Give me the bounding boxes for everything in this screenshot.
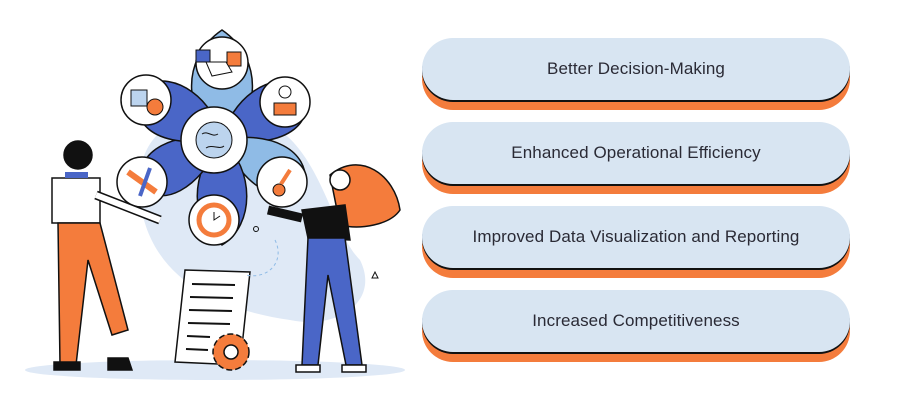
ruler-pencil-icon	[116, 156, 168, 208]
benefit-better-decision-making: Better Decision-Making	[422, 38, 850, 100]
decor-dot	[253, 226, 259, 232]
benefit-item: Better Decision-Making	[422, 38, 850, 110]
benefit-item: Enhanced Operational Efficiency	[422, 122, 850, 194]
benefit-data-visualization: Improved Data Visualization and Reportin…	[422, 206, 850, 268]
user-icon	[259, 76, 311, 128]
business-intelligence-illustration	[25, 29, 405, 380]
clock-icon	[188, 194, 240, 246]
decor-triangle	[371, 270, 379, 279]
benefit-item: Improved Data Visualization and Reportin…	[422, 206, 850, 278]
benefit-operational-efficiency: Enhanced Operational Efficiency	[422, 122, 850, 184]
key-icon	[256, 156, 308, 208]
man-figure	[51, 140, 162, 371]
woman-figure	[266, 164, 401, 373]
handshake-icon	[195, 36, 249, 90]
benefit-competitiveness: Increased Competitiveness	[422, 290, 850, 352]
gear-icon	[212, 333, 250, 371]
cube-shape-icon	[120, 74, 172, 126]
benefit-item: Increased Competitiveness	[422, 290, 850, 362]
globe-icon	[180, 106, 248, 174]
